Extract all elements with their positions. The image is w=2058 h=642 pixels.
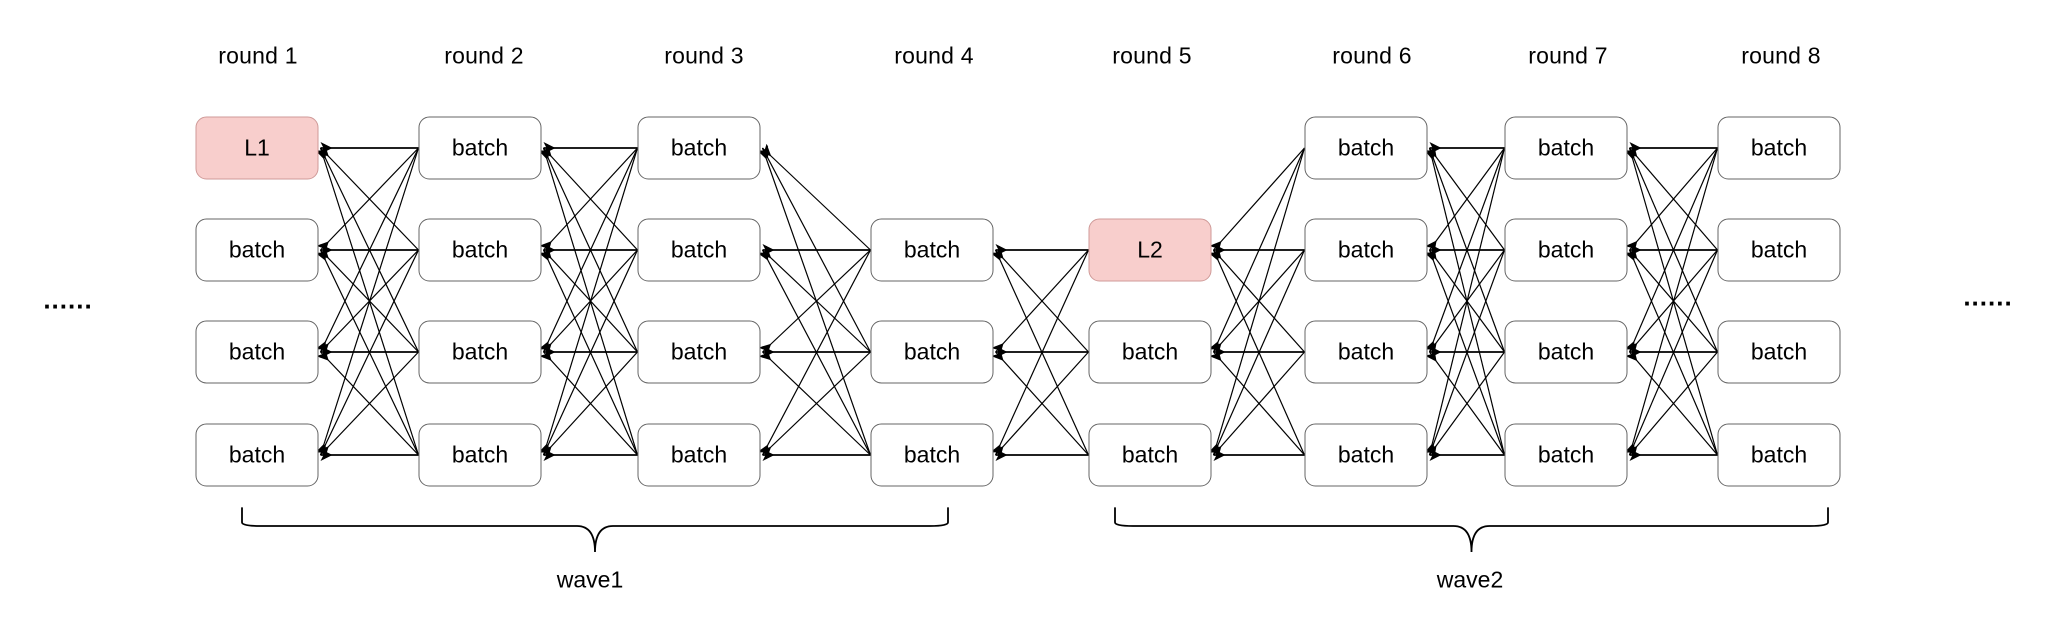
node-r7n3[interactable]: batch [1504,320,1628,384]
node-label: batch [1337,236,1395,263]
node-label: L1 [244,134,270,161]
node-label: batch [1750,236,1808,263]
node-label: batch [228,441,286,468]
node-label: batch [1750,441,1808,468]
node-r4n4[interactable]: batch [870,423,994,487]
node-r7n4[interactable]: batch [1504,423,1628,487]
wave-label-wave2: wave2 [1436,566,1504,593]
node-label: batch [1337,441,1395,468]
node-r6n3[interactable]: batch [1304,320,1428,384]
round-label-2: round 2 [444,42,524,69]
node-label: batch [670,441,728,468]
round-label-7: round 7 [1528,42,1608,69]
node-r1n4[interactable]: batch [195,423,319,487]
node-label: batch [1537,441,1595,468]
node-label: batch [1750,134,1808,161]
node-label: L2 [1137,236,1163,263]
round-label-3: round 3 [664,42,744,69]
node-r6n1[interactable]: batch [1304,116,1428,180]
node-label: batch [228,338,286,365]
node-r3n2[interactable]: batch [637,218,761,282]
node-r2n3[interactable]: batch [418,320,542,384]
node-r4n2[interactable]: batch [870,218,994,282]
node-label: batch [903,338,961,365]
node-label: batch [451,134,509,161]
continuation-left-ellipsis: ...... [43,284,93,315]
round-label-5: round 5 [1112,42,1192,69]
node-r8n2[interactable]: batch [1717,218,1841,282]
node-r2n4[interactable]: batch [418,423,542,487]
wave-label-wave1: wave1 [556,566,624,593]
node-r3n1[interactable]: batch [637,116,761,180]
node-label: batch [670,338,728,365]
node-r1n2[interactable]: batch [195,218,319,282]
node-label: batch [1337,338,1395,365]
node-r7n2[interactable]: batch [1504,218,1628,282]
node-r8n3[interactable]: batch [1717,320,1841,384]
round-label-8: round 8 [1741,42,1821,69]
node-label: batch [228,236,286,263]
node-r5n2[interactable]: L2 [1088,218,1212,282]
continuation-right-ellipsis: ...... [1963,281,2013,312]
node-r5n3[interactable]: batch [1088,320,1212,384]
node-r2n1[interactable]: batch [418,116,542,180]
node-label: batch [670,134,728,161]
round-label-6: round 6 [1332,42,1412,69]
node-label: batch [1750,338,1808,365]
node-r2n2[interactable]: batch [418,218,542,282]
node-r8n1[interactable]: batch [1717,116,1841,180]
node-label: batch [1121,441,1179,468]
node-r7n1[interactable]: batch [1504,116,1628,180]
node-label: batch [670,236,728,263]
node-r1n1[interactable]: L1 [195,116,319,180]
node-label: batch [1337,134,1395,161]
node-label: batch [451,441,509,468]
node-label: batch [1537,338,1595,365]
node-label: batch [451,236,509,263]
node-r3n4[interactable]: batch [637,423,761,487]
node-label: batch [1537,236,1595,263]
node-r6n2[interactable]: batch [1304,218,1428,282]
node-r1n3[interactable]: batch [195,320,319,384]
node-label: batch [903,236,961,263]
node-r5n4[interactable]: batch [1088,423,1212,487]
node-r4n3[interactable]: batch [870,320,994,384]
node-r8n4[interactable]: batch [1717,423,1841,487]
node-label: batch [903,441,961,468]
node-label: batch [1537,134,1595,161]
node-label: batch [451,338,509,365]
node-label: batch [1121,338,1179,365]
node-r3n3[interactable]: batch [637,320,761,384]
round-label-4: round 4 [894,42,974,69]
round-label-1: round 1 [218,42,298,69]
node-r6n4[interactable]: batch [1304,423,1428,487]
